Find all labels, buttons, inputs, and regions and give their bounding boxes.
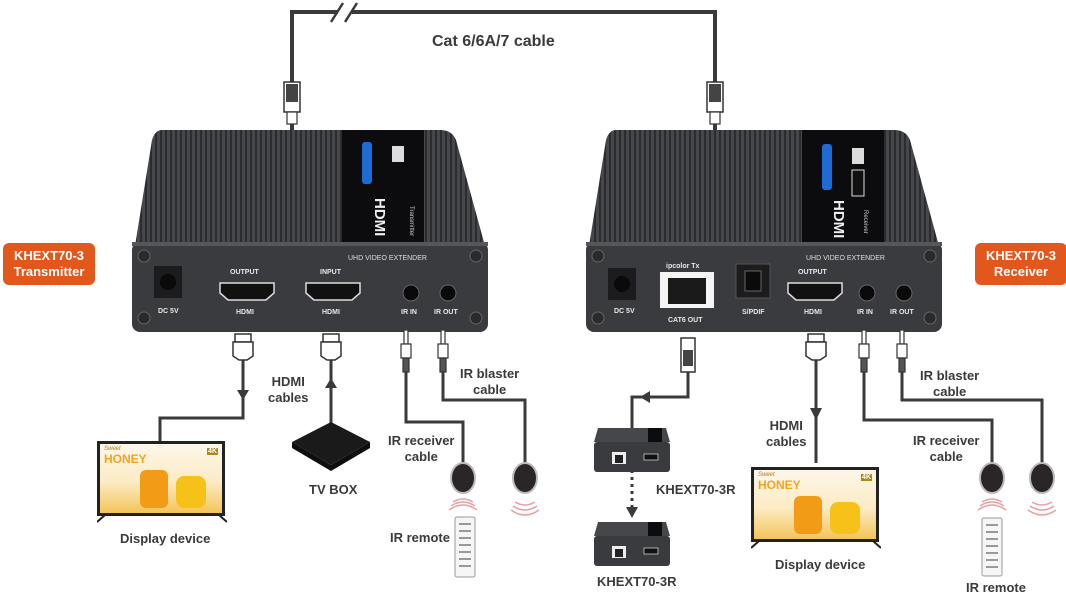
tv-brand-small: Sweet <box>104 446 121 452</box>
honey-jar-1 <box>794 496 822 534</box>
cable-label: Cat 6/6A/7 cable <box>432 33 555 50</box>
transmitter-badge: KHEXT70-3 Transmitter <box>3 243 95 285</box>
tv-brand: HONEY <box>758 478 801 492</box>
ir-wave-icons <box>448 498 1057 516</box>
ir-remote-label-right: IR remote <box>966 580 1026 595</box>
svg-text:DC 5V: DC 5V <box>614 308 635 315</box>
honey-jar-2 <box>176 476 206 508</box>
arrow-down-icon <box>810 408 822 420</box>
tv-brand-small: Sweet <box>758 472 775 478</box>
display-label-right: Display device <box>775 557 866 572</box>
tv-box-label: TV BOX <box>309 482 358 497</box>
display-label-left: Display device <box>120 531 211 546</box>
arrow-up-icon <box>325 378 337 388</box>
tv-screen: Sweet HONEY 4K <box>100 444 222 513</box>
svg-text:DC 5V: DC 5V <box>158 308 179 315</box>
svg-text:HDMI: HDMI <box>804 309 822 316</box>
tv-4k-badge: 4K <box>861 474 872 481</box>
svg-text:OUTPUT: OUTPUT <box>798 269 828 276</box>
arrow-down-icon <box>626 507 638 518</box>
label-plate <box>342 130 424 242</box>
svg-text:IR IN: IR IN <box>857 309 873 316</box>
hdmi-output-port <box>787 282 843 301</box>
svg-text:S/PDIF: S/PDIF <box>742 309 765 316</box>
cat-cable <box>283 2 724 130</box>
tv-stand-left <box>97 515 227 523</box>
audio-plugs <box>400 330 908 373</box>
svg-text:CAT6 OUT: CAT6 OUT <box>668 317 703 324</box>
hdmi-input-port <box>305 282 361 301</box>
arrow-left-icon <box>640 391 650 403</box>
remote-buttons <box>459 523 998 568</box>
svg-text:INPUT: INPUT <box>320 269 342 276</box>
transmitter-device: HDMI Transmitter UHD VIDEO EXTENDER DC 5… <box>132 130 488 332</box>
svg-text:OUTPUT: OUTPUT <box>230 269 260 276</box>
cable-break-mark <box>329 2 345 23</box>
hdmi-output-port <box>219 282 275 301</box>
hdmi-plugs <box>232 333 827 361</box>
svg-text:IR OUT: IR OUT <box>890 309 914 316</box>
cascade-label-1: KHEXT70-3R <box>656 482 736 497</box>
cascade-receiver-1 <box>594 428 670 472</box>
tv-box-icon <box>292 422 370 471</box>
strip-text: UHD VIDEO EXTENDER <box>806 255 885 262</box>
tv-stand-right <box>751 541 881 549</box>
tv-4k-badge: 4K <box>207 448 218 455</box>
honey-jar-1 <box>140 470 168 508</box>
svg-text:HDMI: HDMI <box>236 309 254 316</box>
blue-arrow-badge <box>362 142 372 184</box>
ir-in-jack <box>858 284 876 302</box>
svg-text:HDMI: HDMI <box>830 200 847 238</box>
strip-text: UHD VIDEO EXTENDER <box>348 255 427 262</box>
ir-remote-label-left: IR remote <box>390 530 450 545</box>
svg-text:Transmitter: Transmitter <box>408 206 414 236</box>
blue-arrow-badge <box>822 144 832 190</box>
rj45-connector-left <box>283 81 301 125</box>
ir-out-jack <box>895 284 913 302</box>
tv-brand: HONEY <box>104 452 147 466</box>
tv-screen: Sweet HONEY 4K <box>754 470 876 539</box>
display-device-left: Sweet HONEY 4K <box>97 441 225 516</box>
svg-text:HDMI: HDMI <box>371 198 388 236</box>
svg-text:Receiver: Receiver <box>862 210 868 234</box>
honey-jar-2 <box>830 502 860 534</box>
svg-text:IR OUT: IR OUT <box>434 309 458 316</box>
badge-role: Transmitter <box>13 264 85 279</box>
arrow-down-icon <box>237 390 249 400</box>
connection-diagram <box>158 330 1057 578</box>
spdif-port <box>735 263 771 299</box>
cascade-label-2: KHEXT70-3R <box>597 574 677 589</box>
svg-text:ipcolor Tx: ipcolor Tx <box>666 263 700 270</box>
svg-text:IR IN: IR IN <box>401 309 417 316</box>
ir-remote-icons <box>454 516 1003 578</box>
receiver-device: HDMI Receiver UHD VIDEO EXTENDER DC 5V i… <box>586 130 942 332</box>
receiver-badge: KHEXT70-3 Receiver <box>975 243 1066 285</box>
display-device-right: Sweet HONEY 4K <box>751 467 879 542</box>
ir-out-jack <box>439 284 457 302</box>
badge-role: Receiver <box>993 264 1049 279</box>
svg-text:HDMI: HDMI <box>322 309 340 316</box>
badge-model: KHEXT70-3 <box>985 248 1057 263</box>
ir-in-jack <box>402 284 420 302</box>
rj45-connector-right <box>706 81 724 125</box>
badge-model: KHEXT70-3 <box>13 248 85 263</box>
rj45-plug-cascade <box>680 337 696 373</box>
label-plate <box>802 130 884 242</box>
ir-eyes <box>450 462 1055 494</box>
cascade-receiver-2 <box>594 522 670 566</box>
